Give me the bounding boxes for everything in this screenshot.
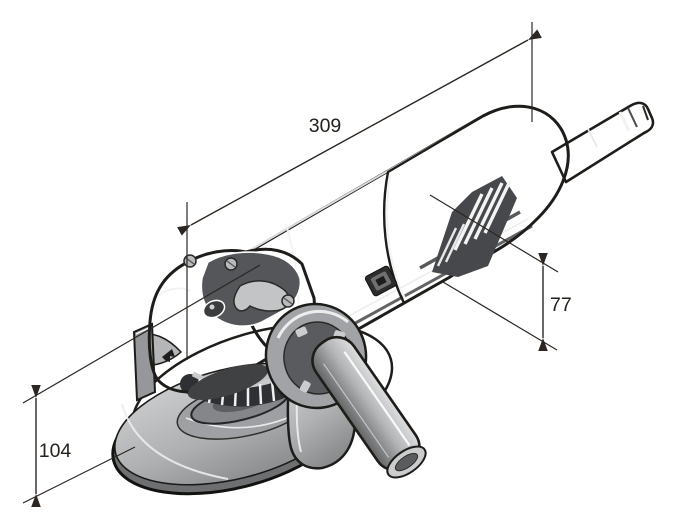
dimension-annotations: 309 77 104 xyxy=(22,22,572,508)
head-boss xyxy=(202,299,226,319)
handle-end-hole xyxy=(394,452,419,472)
dimension-head-height: 104 xyxy=(22,264,261,508)
extension-line xyxy=(22,446,136,504)
dim-label-head-height: 104 xyxy=(39,440,72,462)
dimension-overall-length: 309 xyxy=(177,22,542,360)
brand-badge xyxy=(364,265,398,297)
cable-boot xyxy=(550,101,655,184)
spindle-lock-lever xyxy=(233,280,291,312)
dim-label-overall-length: 309 xyxy=(309,115,342,137)
dim-label-body-height: 77 xyxy=(550,294,572,316)
dimension-line xyxy=(177,29,542,236)
extension-line xyxy=(429,194,559,273)
extension-line xyxy=(22,264,261,404)
dimension-body-height: 77 xyxy=(429,194,572,352)
direction-arrow-mark xyxy=(162,349,175,362)
vent-slats xyxy=(432,176,517,277)
gear-head xyxy=(147,247,316,400)
side-handle xyxy=(311,335,427,479)
angle-grinder-illustration xyxy=(111,101,655,496)
extension-line xyxy=(442,281,558,351)
